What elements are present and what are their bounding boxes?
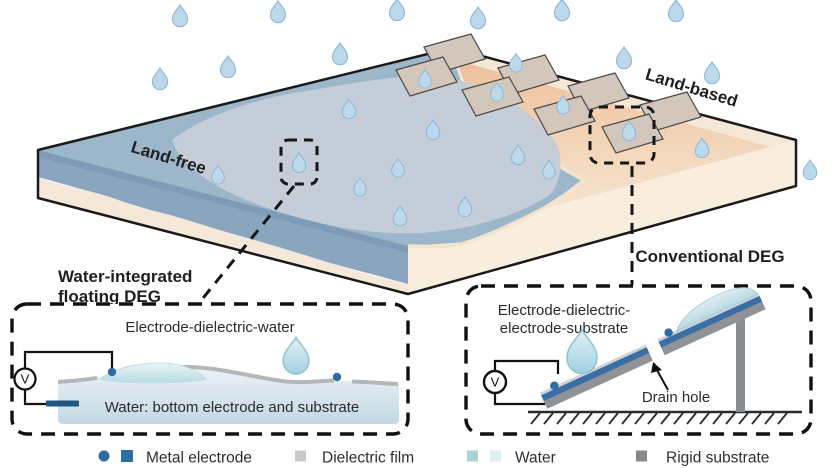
- submerged-electrode: [46, 400, 79, 407]
- raindrop-icon: [703, 61, 721, 85]
- strip-water-puddle: [675, 287, 759, 332]
- top-electrode-dot: [107, 367, 117, 377]
- floating-inset-heading-line2: floating DEG: [58, 287, 161, 306]
- rigid-substrate-label: Rigid substrate: [666, 450, 769, 467]
- voltage-source: [482, 369, 508, 395]
- land-front-face: [408, 140, 796, 294]
- film-electrode-dot: [332, 372, 342, 382]
- drain-hole-arrow-line: [656, 369, 669, 391]
- raindrop-icon: [269, 0, 287, 24]
- surface-puddle: [98, 362, 208, 384]
- strip-electrode-dot-lower: [550, 381, 559, 390]
- legend: Metal electrode Dielectric film Water Ri…: [98, 450, 769, 467]
- raindrop-icon: [331, 42, 349, 66]
- water-callout-connector: [197, 185, 296, 304]
- drain-hole-arrowhead: [651, 362, 662, 373]
- raindrop-icon: [509, 53, 523, 73]
- rigid-substrate-swatch: [636, 450, 647, 462]
- metal-electrode-label: Metal electrode: [146, 450, 252, 467]
- raindrop-icon: [151, 67, 169, 91]
- tilted-deg-strip: [539, 287, 766, 409]
- bottom-wire: [493, 393, 545, 406]
- water-callout-box: [279, 138, 319, 186]
- support-post: [736, 316, 745, 412]
- top-wire: [23, 350, 114, 369]
- dielectric-film-swatch: [295, 450, 306, 462]
- conventional-inset-heading: Conventional DEG: [635, 247, 784, 266]
- floating-inset-heading-line1: Water-integrated: [58, 267, 192, 286]
- land-callout-box: [588, 105, 656, 165]
- bottom-wire: [23, 389, 46, 406]
- drain-hole-gap: [644, 337, 666, 363]
- lagoon-patch: [172, 75, 561, 234]
- water-edge-band: [38, 150, 408, 253]
- shore-band: [38, 177, 408, 294]
- conventional-structure-label-line2: electrode-substrate: [500, 320, 628, 337]
- raindrop-icon: [553, 0, 571, 22]
- floating-deg-inset: Water-integrated floating DEG Electrode-…: [10, 267, 410, 436]
- raindrop-icon: [667, 0, 685, 23]
- top-wire: [493, 359, 560, 374]
- conventional-deg-inset: Conventional DEG Electrode-dielectric- e…: [464, 247, 813, 436]
- water-fresh-swatch: [490, 450, 501, 462]
- dielectric-film-label: Dielectric film: [322, 450, 414, 467]
- raindrop-icon: [388, 0, 406, 22]
- raindrop-icon: [171, 4, 189, 28]
- raindrop-icon: [615, 46, 633, 70]
- voltage-source-label: V: [21, 372, 30, 387]
- raindrop-icon: [469, 6, 487, 30]
- water-front-face: [38, 150, 408, 284]
- water-sea-swatch: [467, 450, 478, 462]
- voltage-source: [13, 367, 37, 391]
- drain-hole-label: Drain hole: [642, 389, 710, 406]
- conventional-structure-label-line1: Electrode-dielectric-: [498, 302, 631, 319]
- voltage-source-label: V: [491, 375, 500, 390]
- floating-structure-label: Electrode-dielectric-water: [125, 319, 294, 336]
- metal-electrode-dot-swatch: [98, 450, 110, 462]
- metal-electrode-square-swatch: [121, 450, 133, 462]
- raindrop-icon: [802, 159, 818, 181]
- strip-electrode-dot-upper: [664, 328, 673, 337]
- water-label: Water: [515, 450, 556, 467]
- water-body-label: Water: bottom electrode and substrate: [105, 399, 360, 416]
- raindrop-icon: [219, 55, 237, 79]
- ground-hatching: [530, 412, 788, 425]
